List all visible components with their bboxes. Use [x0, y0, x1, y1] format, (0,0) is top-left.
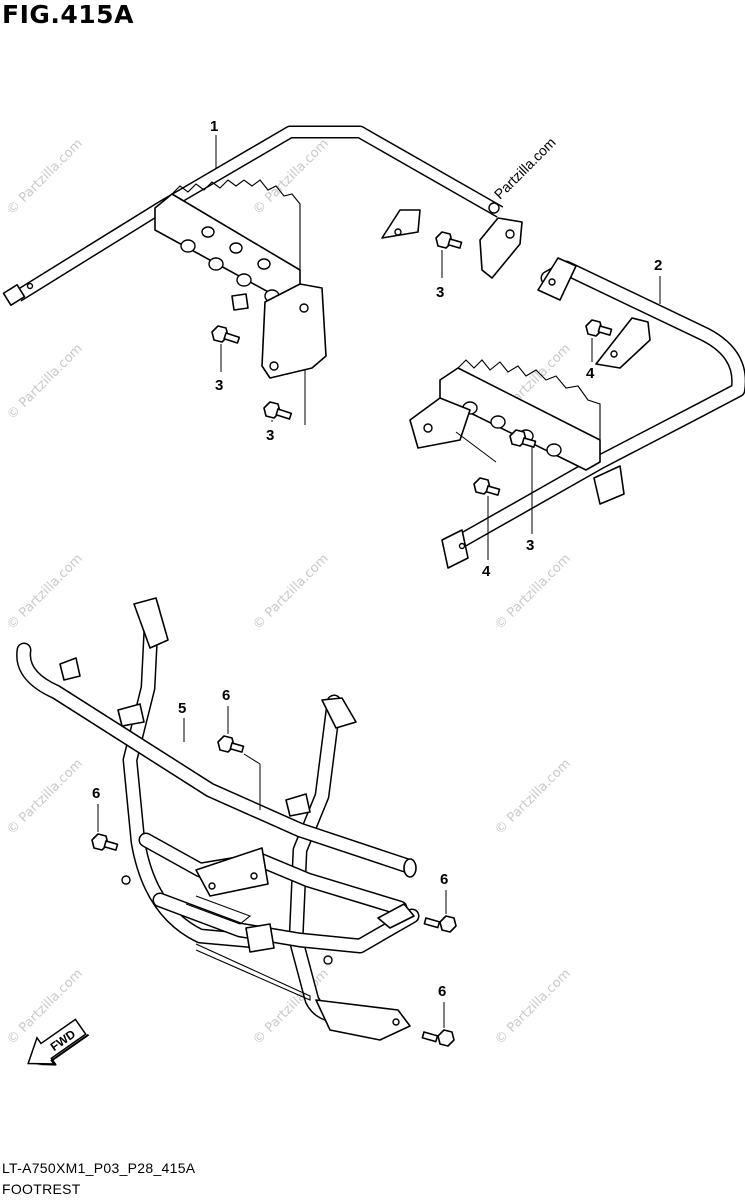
- watermark-text: © Partzilla.com: [4, 551, 86, 633]
- bolt-icon: [473, 477, 501, 496]
- bolt-icon: [435, 231, 463, 249]
- callout-label: 2: [654, 257, 662, 274]
- callout-label: 6: [222, 687, 230, 704]
- bolt-icon: [217, 735, 245, 753]
- callout-label: 3: [215, 377, 223, 394]
- bolt-icon: [509, 429, 537, 448]
- watermark-text: © Partzilla.com: [4, 341, 86, 423]
- bolt-icon: [263, 401, 293, 420]
- callout-label: 6: [440, 871, 448, 888]
- watermark-text: © Partzilla.com: [4, 756, 86, 838]
- callout-label: 4: [482, 563, 491, 580]
- bolt-icon: [423, 915, 457, 933]
- figure-title: FIG.415A: [2, 0, 134, 29]
- watermark-text: © Partzilla.com: [4, 136, 86, 218]
- footrest-bracket-right: [409, 257, 745, 569]
- diagram-code: LT-A750XM1_P03_P28_415A: [2, 1160, 196, 1176]
- bolt-icon: [585, 319, 613, 337]
- watermark-text: © Partzilla.com: [492, 756, 574, 838]
- watermark-text: © Partzilla.com: [492, 966, 574, 1048]
- watermark-text: © Partzilla.com: [250, 551, 332, 633]
- stamp-text: Partzilla.com: [491, 134, 559, 202]
- callout-label: 3: [436, 284, 444, 301]
- callout-label: 3: [266, 427, 274, 444]
- footrest-guard: [16, 597, 420, 1041]
- bolt-icon: [211, 325, 241, 344]
- footrest-bracket-left: [2, 125, 523, 379]
- callout-label: 5: [178, 700, 186, 717]
- callout-label: 6: [438, 983, 446, 1000]
- callout-label: 4: [586, 365, 595, 382]
- bolt-icon: [421, 1029, 455, 1047]
- watermark-text: © Partzilla.com: [492, 551, 574, 633]
- bolt-icon: [91, 833, 119, 851]
- callout-label: 6: [92, 785, 100, 802]
- section-name: FOOTREST: [2, 1181, 81, 1197]
- callout-label: 1: [210, 118, 218, 135]
- callout-label: 3: [526, 537, 534, 554]
